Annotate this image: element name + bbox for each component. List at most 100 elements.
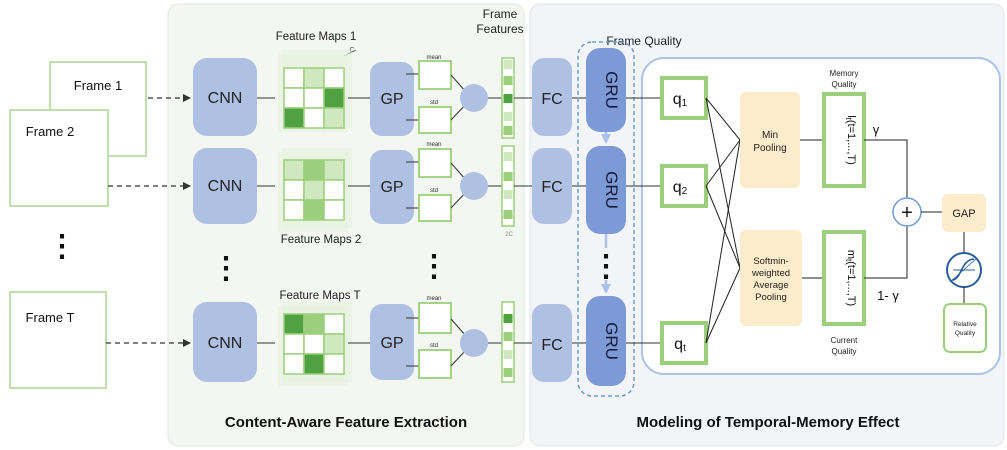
min-pooling-label-line1: Min bbox=[762, 130, 778, 141]
gamma-label: γ bbox=[873, 122, 880, 137]
memory-quality-label-line2: Quality bbox=[832, 80, 857, 89]
mean-vector-2 bbox=[418, 148, 452, 178]
cnn-label-1: CNN bbox=[208, 90, 243, 107]
frame-quality-label: Frame Quality bbox=[606, 34, 681, 48]
row-1: CNN Feature Maps 1 C GP mean bbox=[193, 31, 586, 139]
relative-quality-label-line2: Quality bbox=[955, 330, 976, 337]
mean-vector-1 bbox=[418, 60, 452, 90]
std-label-1: std bbox=[430, 100, 438, 106]
cnn-block-2 bbox=[193, 148, 257, 224]
row-t: CNN Feature Maps T GP mean std bbox=[193, 290, 586, 386]
frame-2-label: Frame 2 bbox=[26, 124, 74, 139]
std-label-2: std bbox=[430, 188, 438, 194]
c-dim-label: C bbox=[349, 47, 354, 54]
std-vector-2 bbox=[418, 194, 452, 222]
one-minus-gamma-label: 1- γ bbox=[877, 288, 899, 303]
feature-maps-2-label: Feature Maps 2 bbox=[281, 234, 362, 246]
softmin-pooling-label-line1: Softmin- bbox=[753, 256, 788, 267]
gru-block-2 bbox=[586, 146, 626, 234]
fc-label-1: FC bbox=[541, 91, 562, 108]
mean-label-t: mean bbox=[426, 296, 441, 302]
sigmoid-activation-icon bbox=[946, 252, 982, 288]
feature-maps-2 bbox=[278, 148, 352, 232]
gru-dashed-container bbox=[577, 41, 635, 397]
feature-extraction-title: Content-Aware Feature Extraction bbox=[225, 414, 467, 431]
fc-label-2: FC bbox=[541, 179, 562, 196]
gap-label: GAP bbox=[952, 208, 975, 220]
gp-block-1 bbox=[370, 62, 414, 136]
frame-1-label: Frame 1 bbox=[74, 78, 122, 93]
gru-block-1 bbox=[586, 48, 626, 132]
mean-label-2: mean bbox=[426, 142, 441, 148]
q2-label: q2 bbox=[673, 179, 688, 197]
feature-maps-1-label: Feature Maps 1 bbox=[276, 31, 357, 43]
softmin-pooling-label-line2: weighted bbox=[751, 268, 790, 279]
fc-block-t bbox=[532, 304, 572, 382]
memory-quality-value: lt(t=1,...,T) bbox=[844, 115, 857, 165]
feature-maps-1 bbox=[278, 50, 352, 132]
qt-box bbox=[660, 321, 708, 365]
feature-maps-t-label: Feature Maps T bbox=[280, 290, 361, 302]
q-to-pooling-connections bbox=[705, 97, 741, 344]
memory-quality-label-line1: Memory bbox=[830, 69, 859, 78]
gp-block-t bbox=[370, 304, 414, 380]
current-quality-label-line1: Current bbox=[831, 336, 858, 345]
frame-feature-vector-t bbox=[501, 301, 515, 383]
two-c-dim-label: 2C bbox=[505, 232, 513, 238]
std-label-t: std bbox=[430, 343, 438, 349]
frame-feature-vector-2 bbox=[501, 145, 515, 227]
gru-label-2: GRU bbox=[602, 171, 621, 209]
frame-features-label-line1: Frame bbox=[483, 7, 518, 21]
min-pooling-label-line2: Pooling bbox=[753, 143, 786, 154]
cnn-label-t: CNN bbox=[208, 335, 243, 352]
frame-t-label: Frame T bbox=[26, 310, 75, 325]
gp-block-2 bbox=[370, 150, 414, 224]
softmin-pooling-label-line4: Pooling bbox=[755, 292, 787, 303]
q1-box bbox=[660, 76, 708, 120]
frame-2: Frame 2 bbox=[9, 109, 109, 207]
temporal-memory-title: Modeling of Temporal-Memory Effect bbox=[636, 414, 899, 431]
feature-maps-t bbox=[278, 302, 352, 386]
quality-model-panel bbox=[641, 57, 1001, 375]
q2-box bbox=[660, 164, 708, 208]
concat-node-2 bbox=[460, 172, 488, 200]
gru-ellipsis: ⋮ bbox=[591, 250, 621, 283]
gp-label-1: GP bbox=[380, 91, 403, 108]
min-pooling-box bbox=[740, 92, 800, 188]
gp-label-2: GP bbox=[380, 179, 403, 196]
gap-block bbox=[942, 194, 986, 232]
plus-symbol: + bbox=[901, 202, 913, 224]
cnn-label-2: CNN bbox=[208, 178, 243, 195]
gp-ellipsis: ⋮ bbox=[419, 250, 449, 283]
cnn-block-t bbox=[193, 302, 257, 382]
gp-label-t: GP bbox=[380, 335, 403, 352]
fc-block-2 bbox=[532, 148, 572, 224]
relative-quality-label-line1: Relative bbox=[953, 321, 977, 328]
frame-feature-vector-1 bbox=[501, 57, 515, 139]
current-quality-box bbox=[822, 230, 866, 326]
relative-quality-box bbox=[943, 303, 987, 353]
std-vector-1 bbox=[418, 106, 452, 134]
softmin-pooling-box bbox=[740, 230, 802, 326]
frames-ellipsis: ⋮ bbox=[47, 230, 77, 263]
current-quality-value: mt(t=1,...,T) bbox=[844, 250, 857, 306]
gru-label-1: GRU bbox=[602, 71, 621, 109]
softmin-pooling-label-line3: Average bbox=[753, 280, 788, 291]
qt-label: qt bbox=[674, 336, 686, 354]
current-quality-label-line2: Quality bbox=[832, 347, 857, 356]
mean-label-1: mean bbox=[426, 55, 441, 61]
mean-vector-t bbox=[418, 302, 452, 334]
row-2: CNN Feature Maps 2 GP mean std bbox=[193, 142, 586, 246]
frame-t: Frame T bbox=[9, 291, 107, 389]
frame-features-label-line2: Features bbox=[476, 22, 523, 36]
cnn-ellipsis: ⋮ bbox=[211, 252, 241, 285]
fc-block-1 bbox=[532, 58, 572, 136]
concat-node-t bbox=[460, 329, 488, 357]
memory-quality-box bbox=[822, 92, 866, 188]
q1-label: q1 bbox=[673, 91, 688, 109]
fc-label-t: FC bbox=[541, 337, 562, 354]
cnn-block-1 bbox=[193, 58, 257, 136]
gru-label-t: GRU bbox=[602, 322, 621, 360]
std-vector-t bbox=[418, 349, 452, 379]
concat-node-1 bbox=[460, 84, 488, 112]
